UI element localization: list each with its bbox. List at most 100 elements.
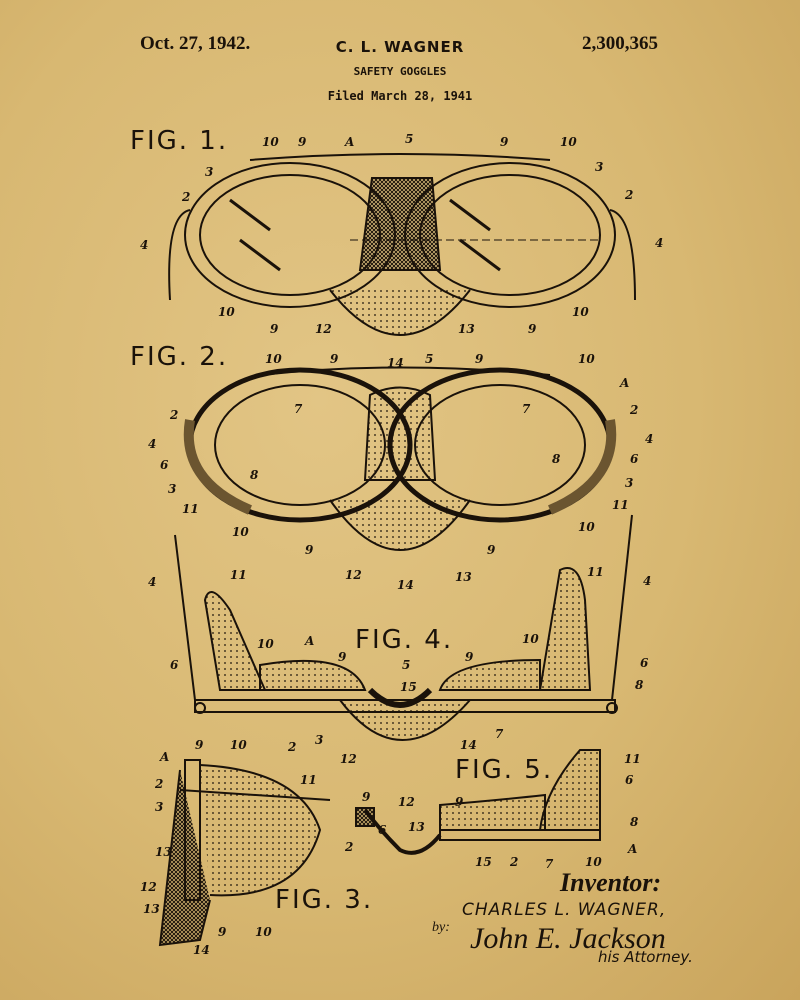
reference-numeral: 3 bbox=[625, 476, 634, 490]
reference-numeral: 4 bbox=[148, 437, 157, 451]
reference-numeral: 6 bbox=[160, 458, 169, 472]
filed-date: Filed March 28, 1941 bbox=[327, 89, 473, 103]
reference-numeral: 9 bbox=[298, 135, 307, 149]
reference-numeral: 11 bbox=[587, 565, 604, 579]
reference-numeral: 13 bbox=[408, 820, 425, 834]
reference-numeral: 5 bbox=[425, 352, 434, 366]
reference-numeral: 14 bbox=[193, 943, 210, 957]
reference-numeral: 9 bbox=[305, 543, 314, 557]
reference-numeral: 2 bbox=[510, 855, 519, 869]
attorney-label: his Attorney. bbox=[598, 948, 693, 966]
reference-numeral: 3 bbox=[155, 800, 164, 814]
figure-3-goggles-side bbox=[158, 759, 331, 947]
reference-numeral: 9 bbox=[330, 352, 339, 366]
reference-numeral: 9 bbox=[455, 795, 464, 809]
patent-title: SAFETY GOGGLES bbox=[353, 65, 447, 78]
reference-numeral: 2 bbox=[155, 777, 164, 791]
reference-numeral: 7 bbox=[495, 727, 504, 741]
reference-numeral: 5 bbox=[402, 658, 411, 672]
reference-numeral: 4 bbox=[148, 575, 157, 589]
reference-numeral: 10 bbox=[560, 135, 577, 149]
reference-numeral: 4 bbox=[140, 238, 149, 252]
patent-number: 2,300,365 bbox=[582, 33, 658, 54]
attorney-signature: John E. Jackson bbox=[470, 922, 666, 955]
reference-numeral: 9 bbox=[270, 322, 279, 336]
reference-numeral: 7 bbox=[545, 857, 554, 871]
reference-numeral: 10 bbox=[230, 738, 247, 752]
reference-numeral: 14 bbox=[397, 578, 414, 592]
reference-numeral: 11 bbox=[624, 752, 641, 766]
reference-numeral: 13 bbox=[155, 845, 172, 859]
figure-4-label: FIG. 4. bbox=[355, 625, 454, 655]
reference-numeral: 7 bbox=[522, 402, 531, 416]
figure-5-goggles-section bbox=[355, 749, 601, 855]
figure-2-label: FIG. 2. bbox=[130, 342, 229, 372]
reference-numeral: 10 bbox=[257, 637, 274, 651]
reference-numeral: 6 bbox=[170, 658, 179, 672]
reference-numeral: 6 bbox=[630, 452, 639, 466]
reference-numeral: A bbox=[345, 135, 355, 149]
reference-numeral: 5 bbox=[405, 132, 414, 146]
inventor-label: Inventor: bbox=[560, 868, 662, 897]
reference-numeral: 9 bbox=[218, 925, 227, 939]
reference-numeral: 2 bbox=[630, 403, 639, 417]
reference-numeral: 12 bbox=[398, 795, 415, 809]
figure-3-label: FIG. 3. bbox=[275, 885, 374, 915]
reference-numeral: 2 bbox=[182, 190, 191, 204]
reference-numeral: 12 bbox=[315, 322, 332, 336]
reference-numeral: 7 bbox=[294, 402, 303, 416]
reference-numeral: 13 bbox=[455, 570, 472, 584]
reference-numeral: 10 bbox=[232, 525, 249, 539]
reference-numeral: 9 bbox=[362, 790, 371, 804]
figure-2-goggles-perspective bbox=[183, 366, 617, 551]
reference-numeral: 6 bbox=[640, 656, 649, 670]
reference-numeral: 12 bbox=[140, 880, 157, 894]
reference-numeral: 4 bbox=[643, 574, 652, 588]
reference-numeral: 10 bbox=[218, 305, 235, 319]
reference-numeral: 8 bbox=[635, 678, 644, 692]
reference-numeral: 11 bbox=[182, 502, 199, 516]
by-label: by: bbox=[432, 920, 450, 935]
reference-numeral: 10 bbox=[522, 632, 539, 646]
reference-numeral: 9 bbox=[500, 135, 509, 149]
reference-numeral: 2 bbox=[288, 740, 297, 754]
reference-numeral: 12 bbox=[340, 752, 357, 766]
figure-5-label: FIG. 5. bbox=[455, 755, 554, 785]
reference-numeral: 2 bbox=[170, 408, 179, 422]
reference-numeral: 2 bbox=[345, 840, 354, 854]
reference-numeral: 13 bbox=[458, 322, 475, 336]
reference-numeral: 10 bbox=[585, 855, 602, 869]
reference-numeral: 6 bbox=[625, 773, 634, 787]
reference-numeral: 8 bbox=[552, 452, 561, 466]
inventor-short-name: C. L. WAGNER bbox=[335, 38, 465, 56]
reference-numeral: 10 bbox=[262, 135, 279, 149]
reference-numeral: 10 bbox=[265, 352, 282, 366]
reference-numeral: 9 bbox=[195, 738, 204, 752]
reference-numeral: 6 bbox=[378, 823, 387, 837]
reference-numeral: 15 bbox=[475, 855, 492, 869]
reference-numeral: 3 bbox=[205, 165, 214, 179]
reference-numeral: A bbox=[628, 842, 638, 856]
reference-numeral: 2 bbox=[625, 188, 634, 202]
reference-numeral: 10 bbox=[255, 925, 272, 939]
reference-numeral: 9 bbox=[528, 322, 537, 336]
reference-numeral: 9 bbox=[487, 543, 496, 557]
figure-1-goggles-front bbox=[168, 153, 636, 336]
reference-numeral: 4 bbox=[645, 432, 654, 446]
reference-numeral: 3 bbox=[315, 733, 324, 747]
reference-numeral: A bbox=[160, 750, 170, 764]
reference-numeral: 9 bbox=[338, 650, 347, 664]
reference-numeral: 12 bbox=[345, 568, 362, 582]
figure-4-goggles-top bbox=[174, 514, 633, 741]
inventor-name: CHARLES L. WAGNER, bbox=[462, 900, 667, 920]
reference-numeral: 3 bbox=[168, 482, 177, 496]
reference-numeral: 14 bbox=[387, 356, 404, 370]
reference-numeral: 10 bbox=[572, 305, 589, 319]
figure-1-label: FIG. 1. bbox=[130, 126, 229, 156]
reference-numeral: A bbox=[305, 634, 315, 648]
reference-numeral: 15 bbox=[400, 680, 417, 694]
reference-numeral: 8 bbox=[250, 468, 259, 482]
reference-numeral: 9 bbox=[475, 352, 484, 366]
reference-numeral: 4 bbox=[655, 236, 664, 250]
